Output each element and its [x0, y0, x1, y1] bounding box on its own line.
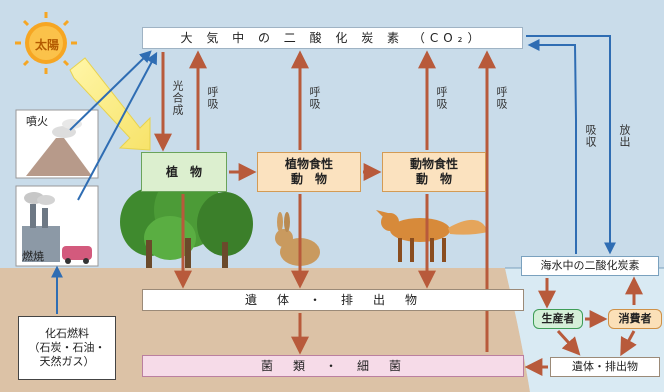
herbivore-box: 植物食性 動 物: [257, 152, 361, 192]
absorb-label: 吸収: [584, 124, 597, 148]
respiration-label-carnivore: 呼吸: [435, 86, 448, 110]
sunlight-arrow: [69, 57, 151, 151]
plant-box: 植 物: [141, 152, 227, 192]
volcano-label: 噴火: [26, 115, 48, 128]
remains-box: 遺 体 ・ 排 出 物: [142, 289, 524, 311]
sea-co2-box: 海水中の二酸化炭素: [521, 256, 659, 276]
sea-remains-box: 遺体・排出物: [550, 357, 660, 377]
atmosphere-co2-box: 大 気 中 の 二 酸 化 炭 素 （CO₂）: [142, 27, 523, 49]
fungi-bacteria-box: 菌 類 ・ 細 菌: [142, 355, 524, 377]
release-label: 放出: [618, 124, 631, 148]
herbivore-label: 植物食性 動 物: [284, 157, 333, 186]
fossil-fuel-box: 化石燃料 （石炭・石油・ 天然ガス）: [18, 316, 116, 380]
consumer-box: 消費者: [608, 309, 662, 329]
fossil-fuel-line2: （石炭・石油・: [28, 341, 106, 355]
photosynthesis-label: 光合成: [171, 80, 184, 116]
sun-icon: [15, 12, 77, 74]
volcano-icon: [26, 119, 92, 176]
fox-illustration: [376, 210, 488, 262]
sun-label: 太陽: [34, 38, 59, 52]
combustion-label: 燃焼: [22, 250, 44, 263]
fossil-fuel-line3: 天然ガス）: [39, 354, 95, 368]
producer-box: 生産者: [533, 309, 583, 329]
fossil-fuel-title: 化石燃料: [45, 327, 89, 341]
carnivore-label: 動物食性 動 物: [409, 157, 458, 186]
factory-icon: [22, 192, 92, 264]
respiration-label-plant: 呼吸: [206, 86, 219, 110]
carnivore-box: 動物食性 動 物: [382, 152, 486, 192]
rabbit-illustration: [275, 212, 320, 266]
respiration-label-herbivore: 呼吸: [308, 86, 321, 110]
respiration-label-fungi: 呼吸: [495, 86, 508, 110]
